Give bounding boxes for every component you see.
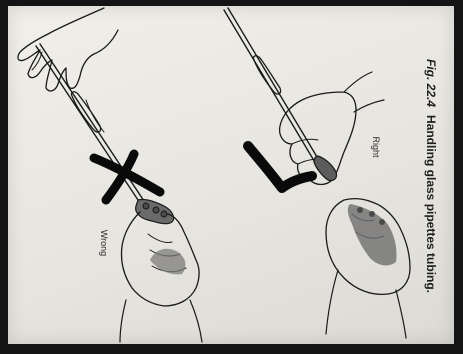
right-upper-hand — [280, 92, 356, 185]
right-check-mark-icon — [248, 146, 312, 188]
figure-caption-text: Handling glass pipettes tubing. — [424, 115, 438, 293]
wrong-cross-mark-icon — [94, 154, 160, 200]
wrong-pipette — [36, 46, 142, 206]
wrong-upper-hand — [18, 8, 118, 91]
wrong-label: Wrong — [99, 230, 109, 256]
right-rubber-tubing — [314, 156, 337, 181]
right-pipette — [224, 10, 322, 174]
right-illustration — [224, 8, 410, 338]
right-label: Right — [371, 136, 381, 157]
figure-number: Fig. 22.4 — [424, 59, 438, 107]
figure-caption: Fig. 22.4Handling glass pipettes tubing. — [424, 59, 438, 293]
wrong-illustration — [18, 8, 202, 342]
